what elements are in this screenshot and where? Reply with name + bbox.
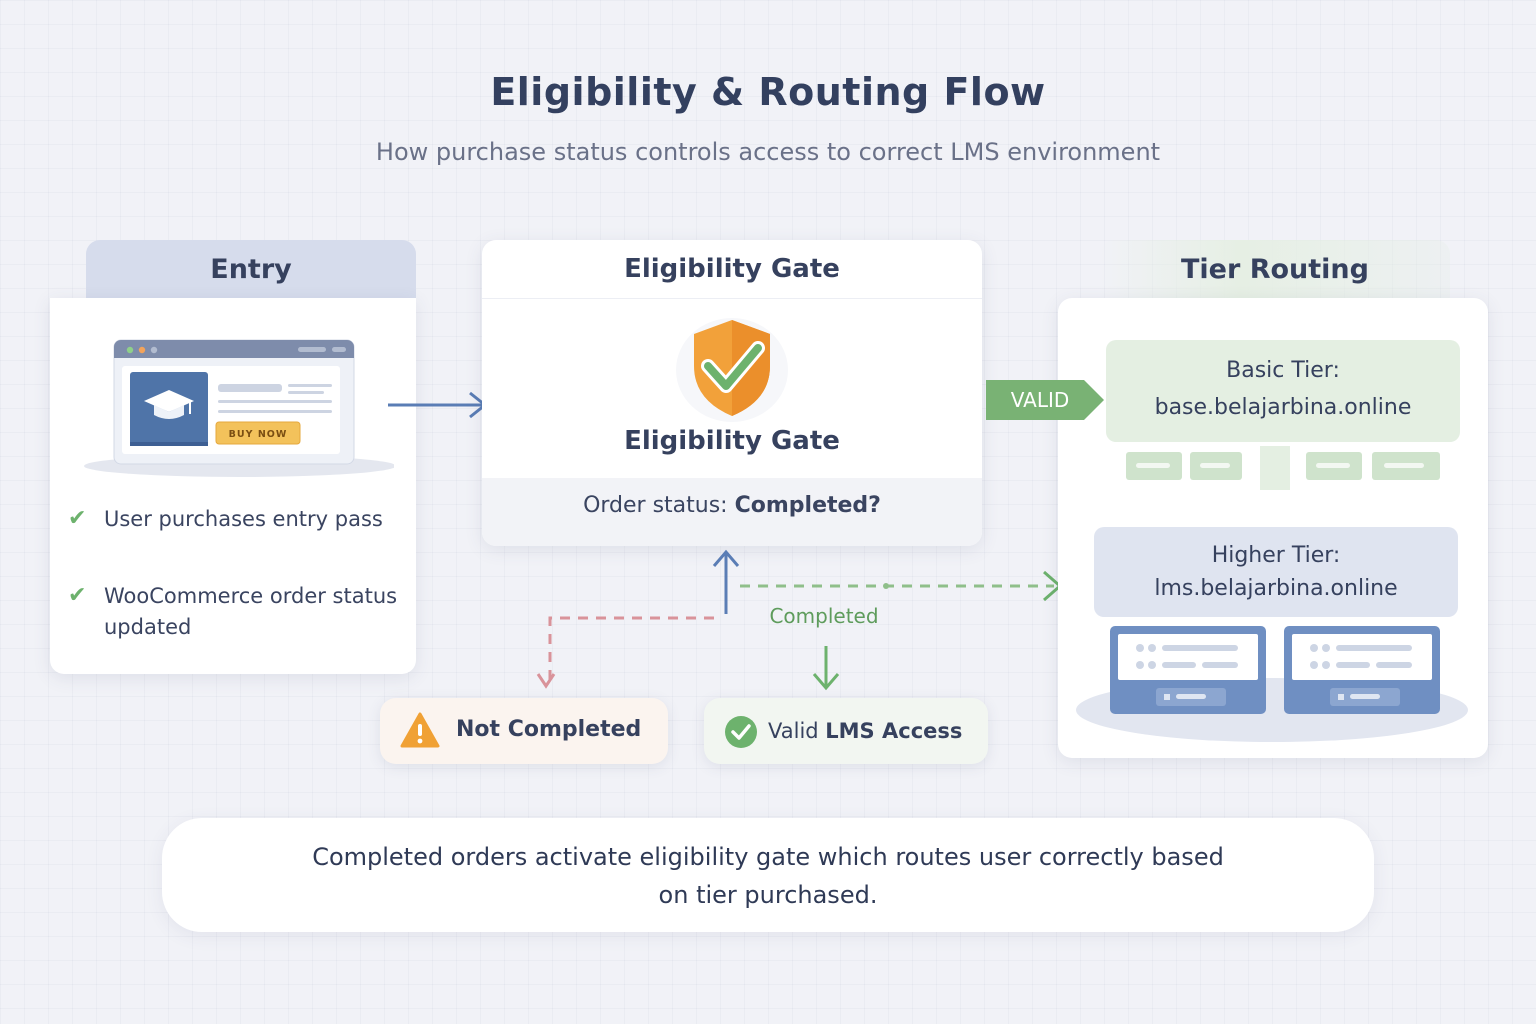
valid-tag: VALID: [986, 380, 1104, 420]
completed-label: Completed: [769, 604, 879, 628]
summary-line-1: Completed orders activate eligibility ga…: [312, 843, 1224, 871]
warning-icon: [400, 712, 440, 748]
entry-card: BUY NOW ✔ User purchases entry pass ✔ Wo…: [50, 298, 416, 674]
basic-tier-name: Basic Tier:: [1226, 358, 1340, 383]
svg-text:VALID: VALID: [1011, 388, 1070, 412]
basic-tier-box: Basic Tier: base.belajarbina.online: [1106, 340, 1460, 442]
higher-tier-box: Higher Tier: lms.belajarbina.online: [1094, 527, 1458, 617]
page-title: Eligibility & Routing Flow: [490, 70, 1046, 114]
browser-icon: BUY NOW: [84, 339, 394, 477]
summary-note: Completed orders activate eligibility ga…: [162, 818, 1374, 932]
check-circle-icon: [725, 716, 757, 748]
check-item-purchase: ✔ User purchases entry pass: [68, 506, 383, 531]
valid-lms-access-label: Valid LMS Access: [768, 719, 963, 743]
graduation-cap-icon: [144, 390, 194, 419]
order-status-value: Completed?: [734, 493, 881, 518]
valid-lms-access-badge: Valid LMS Access: [704, 698, 988, 764]
checkmark-icon: ✔: [68, 583, 87, 608]
higher-tier-name: Higher Tier:: [1211, 543, 1341, 568]
not-completed-badge: Not Completed: [380, 698, 668, 764]
higher-tier-url[interactable]: lms.belajarbina.online: [1154, 576, 1398, 601]
shield-check-icon: [676, 318, 788, 422]
gate-inner-label: Eligibility Gate: [624, 426, 840, 456]
arrow-entry-to-gate: [388, 391, 488, 419]
entry-heading: Entry: [86, 240, 416, 300]
tier-routing-heading: Tier Routing: [1100, 240, 1450, 300]
buy-now-button[interactable]: BUY NOW: [229, 429, 288, 440]
basic-tier-servers: [1126, 446, 1440, 490]
eligibility-gate-card: Eligibility Gate Eligibility Gate Order …: [482, 240, 982, 546]
order-status-line: Order status: Completed?: [482, 478, 982, 546]
gate-heading: Eligibility Gate: [482, 240, 982, 299]
check-item-order-status: ✔ WooCommerce order status updated: [68, 583, 398, 639]
summary-line-2: on tier purchased.: [658, 881, 878, 909]
not-completed-label: Not Completed: [456, 717, 642, 742]
higher-tier-servers: [1076, 626, 1468, 742]
checkmark-icon: ✔: [68, 506, 87, 531]
page-subtitle: How purchase status controls access to c…: [375, 138, 1161, 166]
basic-tier-url[interactable]: base.belajarbina.online: [1154, 395, 1412, 420]
